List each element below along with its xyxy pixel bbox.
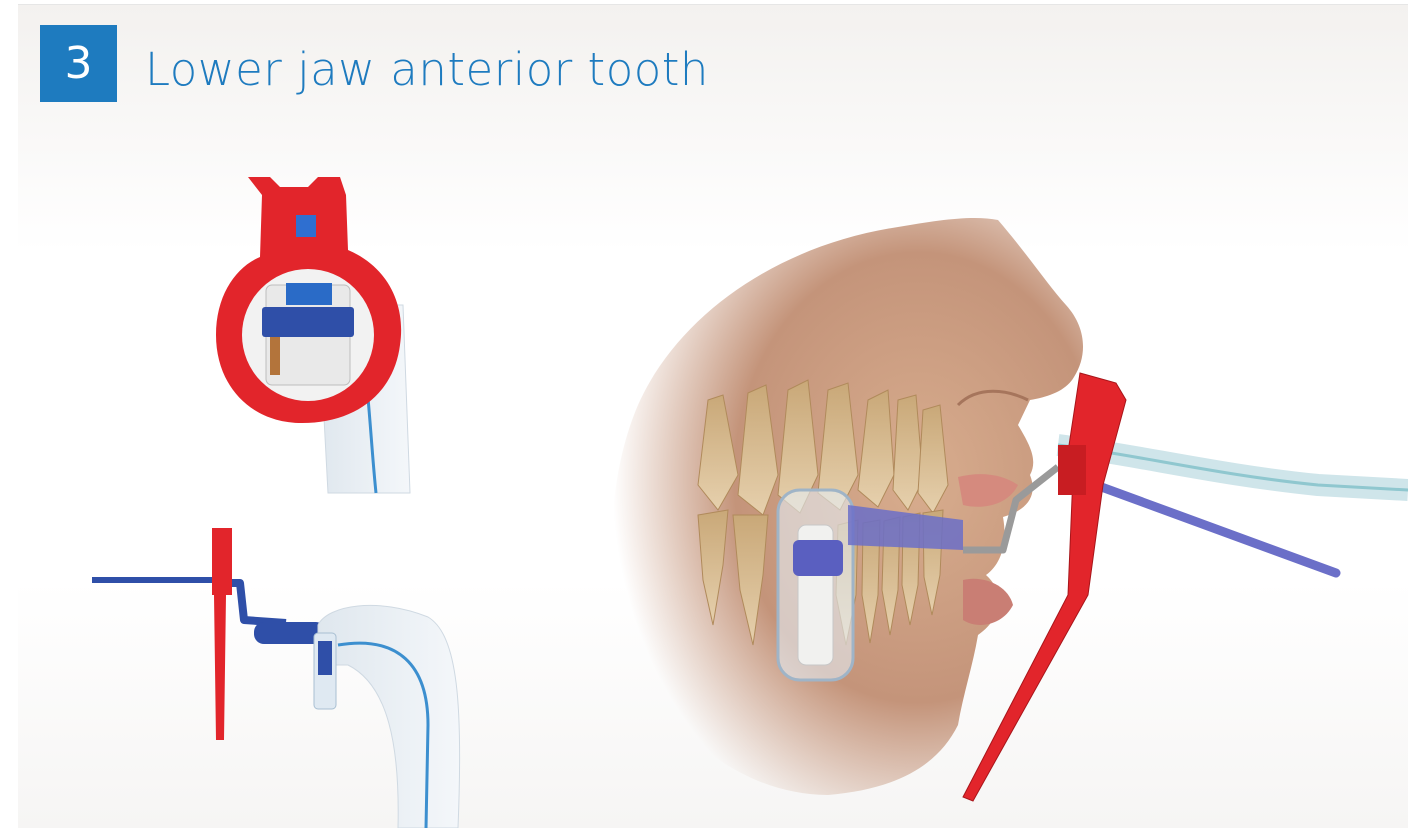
- lower-lip: [963, 579, 1013, 625]
- illustration-panel: 3 Lower jaw anterior tooth: [18, 4, 1408, 828]
- stem-connector: [296, 215, 316, 237]
- bite-arm: [92, 577, 232, 583]
- indicator-arm: [232, 583, 286, 623]
- ring-side: [212, 528, 232, 740]
- sensor-holder-front-view: [216, 177, 410, 493]
- aiming-rod: [1096, 485, 1336, 573]
- face-placement-illustration: [612, 218, 1408, 801]
- side-sensor-clip: [318, 641, 332, 675]
- sensor-clip-top: [286, 283, 332, 305]
- side-sleeve: [318, 605, 460, 828]
- sensor-clip: [262, 307, 354, 337]
- ring-mount: [1058, 445, 1086, 495]
- illustrations-canvas: [18, 5, 1408, 828]
- sensor-holder-side-view: [92, 528, 460, 828]
- sensor-clip-in-mouth: [793, 540, 843, 576]
